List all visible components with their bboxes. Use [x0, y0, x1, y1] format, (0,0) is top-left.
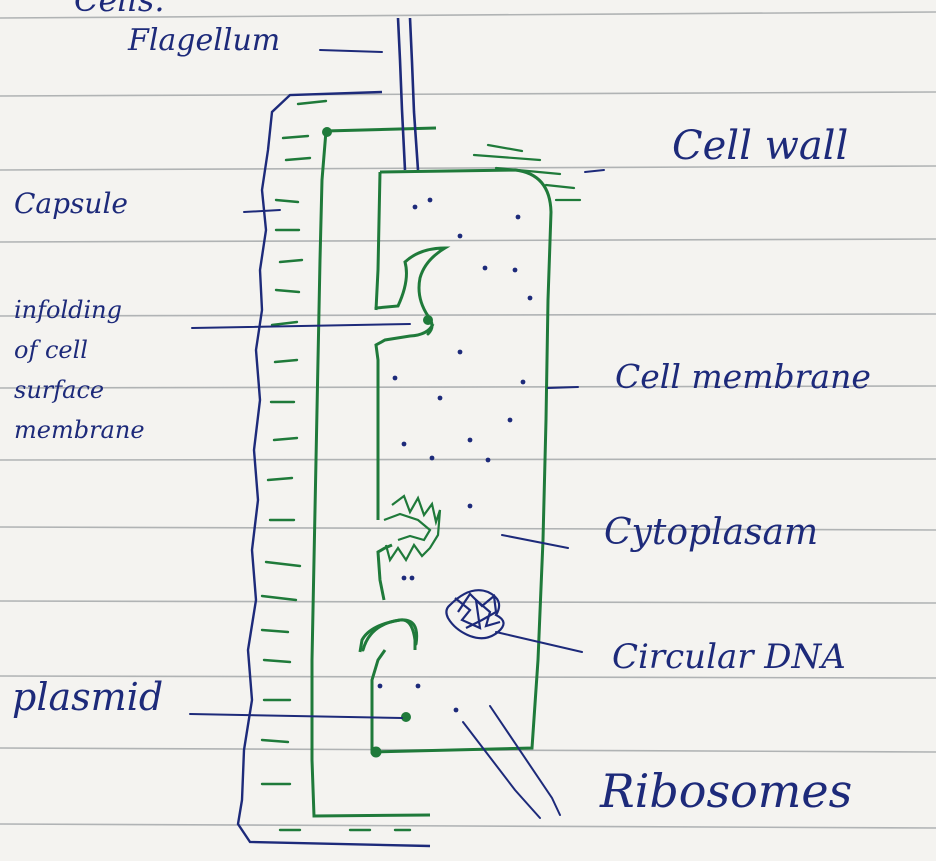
- infolding-line-1: infolding: [14, 290, 184, 330]
- infolding-line-2: of cell: [14, 330, 184, 370]
- plasmid-label: plasmid: [12, 678, 163, 716]
- circular-dna: [446, 590, 503, 638]
- infold-node: [423, 315, 433, 325]
- plasmid: [401, 712, 411, 722]
- infolding-line-3: surface: [14, 370, 184, 410]
- infolding-line-4: membrane: [14, 410, 184, 450]
- infolding-label: infolding of cell surface membrane: [14, 290, 184, 450]
- membrane-infolding: [363, 248, 445, 650]
- circular-dna-label: Circular DNA: [612, 640, 846, 674]
- capsule-label: Capsule: [14, 190, 128, 218]
- cell-wall-label: Cell wall: [672, 126, 848, 166]
- flagellum-label: Flagellum: [128, 26, 280, 56]
- cell-membrane-label: Cell membrane: [615, 360, 871, 393]
- heading-fragment: Cells.: [74, 0, 164, 16]
- membrane-node: [371, 747, 382, 758]
- capsule-outline: [238, 92, 430, 846]
- cell-wall-node: [322, 127, 332, 137]
- cytoplasm-label: Cytoplasam: [604, 515, 818, 551]
- ribosomes-label: Ribosomes: [600, 768, 852, 814]
- capsule-hatching: [262, 101, 410, 830]
- cell-membrane-outline: [360, 170, 551, 752]
- cell-wall-outline: [312, 128, 436, 816]
